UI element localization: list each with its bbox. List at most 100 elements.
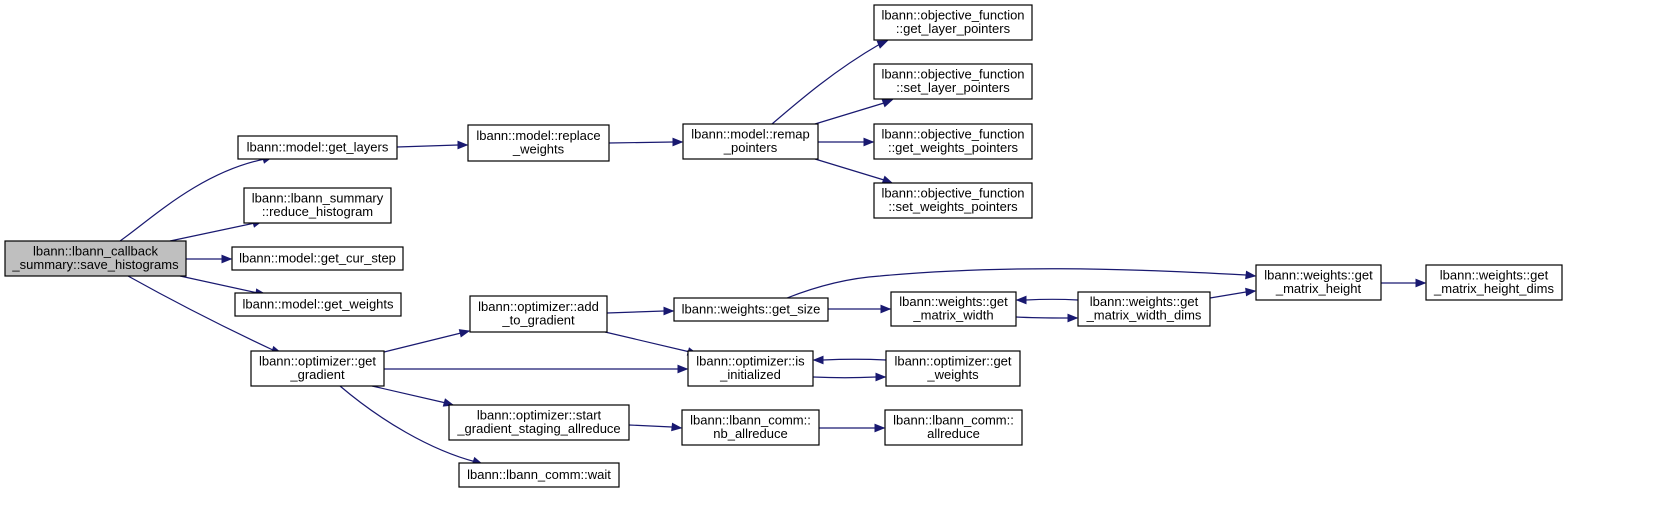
edge-opt_get_gradient-to-opt_is_initialized <box>384 364 689 374</box>
node-label: ::set_weights_pointers <box>888 199 1018 214</box>
node-of_get_weights_pointers[interactable]: lbann::objective_function::get_weights_p… <box>873 123 1033 160</box>
node-box <box>884 409 1023 446</box>
node-opt_add_to_gradient[interactable]: lbann::optimizer::add_to_gradient <box>469 295 608 333</box>
node-root[interactable]: lbann::lbann_callback_summary::save_hist… <box>4 240 187 277</box>
node-of_get_layer_pointers[interactable]: lbann::objective_function::get_layer_poi… <box>873 4 1033 41</box>
node-label: lbann::objective_function <box>881 186 1024 201</box>
edge-root-to-get_cur_step <box>186 254 233 264</box>
node-label: lbann::model::get_layers <box>247 139 389 154</box>
arrow-head <box>677 364 689 374</box>
arrow-head <box>1015 295 1027 305</box>
edge-line <box>814 358 887 361</box>
node-w_get_matrix_width_dims[interactable]: lbann::weights::get_matrix_width_dims <box>1077 291 1211 327</box>
node-label: lbann::model::get_cur_step <box>239 250 396 265</box>
edge-comm_nb_allreduce-to-comm_allreduce <box>819 423 886 433</box>
node-label: ::get_layer_pointers <box>896 21 1011 36</box>
node-label: lbann::optimizer::get <box>894 354 1011 369</box>
node-opt_start_staging[interactable]: lbann::optimizer::start_gradient_staging… <box>448 404 630 441</box>
edge-remap_pointers-to-of_get_layer_pointers <box>771 40 889 125</box>
node-label: ::get_weights_pointers <box>888 140 1019 155</box>
node-label: ::set_layer_pointers <box>896 80 1010 95</box>
node-remap_pointers[interactable]: lbann::model::remap_pointers <box>682 123 819 160</box>
node-box <box>1077 291 1211 327</box>
node-w_get_matrix_height[interactable]: lbann::weights::get_matrix_height <box>1255 264 1382 301</box>
edge-line <box>396 144 467 148</box>
node-label: lbann::lbann_summary <box>252 191 384 206</box>
node-comm_wait[interactable]: lbann::lbann_comm::wait <box>458 462 620 488</box>
arrow-head <box>442 398 455 407</box>
node-box <box>1425 264 1563 301</box>
node-opt_is_initialized[interactable]: lbann::optimizer::is_initialized <box>687 350 814 387</box>
node-label: _matrix_width_dims <box>1086 308 1202 323</box>
node-box <box>250 350 385 387</box>
node-get_cur_step[interactable]: lbann::model::get_cur_step <box>231 246 404 271</box>
edge-get_layers-to-replace_weights <box>396 140 469 150</box>
node-label: allreduce <box>927 426 980 441</box>
node-of_set_layer_pointers[interactable]: lbann::objective_function::set_layer_poi… <box>873 63 1033 100</box>
node-of_set_weights_pointers[interactable]: lbann::objective_function::set_weights_p… <box>873 182 1033 219</box>
edge-line <box>786 268 1256 299</box>
node-comm_nb_allreduce[interactable]: lbann::lbann_comm::nb_allreduce <box>681 409 820 446</box>
node-box <box>234 292 402 317</box>
edge-remap_pointers-to-of_set_layer_pointers <box>814 99 894 125</box>
node-box <box>673 297 829 322</box>
node-label: lbann::lbann_callback <box>33 244 159 259</box>
edge-opt_get_gradient-to-opt_start_staging <box>371 385 455 407</box>
node-box <box>1255 264 1382 301</box>
edge-line <box>179 275 266 295</box>
node-box <box>467 124 610 162</box>
arrow-head <box>874 423 886 433</box>
edge-line <box>127 275 282 354</box>
node-label: lbann::weights::get_size <box>682 301 821 316</box>
node-replace_weights[interactable]: lbann::model::replace_weights <box>467 124 610 162</box>
node-w_get_matrix_width[interactable]: lbann::weights::get_matrix_width <box>890 291 1017 327</box>
edge-line <box>608 141 682 144</box>
node-model_get_weights[interactable]: lbann::model::get_weights <box>234 292 402 317</box>
arrow-head <box>458 329 471 338</box>
edge-line <box>606 310 673 314</box>
node-label: _pointers <box>723 140 778 155</box>
node-w_get_matrix_height_dims[interactable]: lbann::weights::get_matrix_height_dims <box>1425 264 1563 301</box>
node-get_layers[interactable]: lbann::model::get_layers <box>237 135 398 160</box>
node-reduce_histogram[interactable]: lbann::lbann_summary::reduce_histogram <box>243 187 392 224</box>
node-label: _initialized <box>719 367 781 382</box>
node-label: _matrix_height_dims <box>1433 281 1554 296</box>
edge-line <box>339 385 483 465</box>
node-label: lbann::optimizer::get <box>259 354 376 369</box>
edge-w_get_matrix_width-to-w_get_matrix_width_dims <box>1015 313 1079 323</box>
node-label: _to_gradient <box>501 313 575 328</box>
arrow-head <box>1245 270 1257 280</box>
edge-line <box>604 331 698 355</box>
arrow-head <box>1067 313 1079 323</box>
node-label: _summary::save_histograms <box>11 257 179 272</box>
node-label: _matrix_width <box>912 308 993 323</box>
node-box <box>448 404 630 441</box>
node-w_get_size[interactable]: lbann::weights::get_size <box>673 297 829 322</box>
node-label: ::reduce_histogram <box>262 204 373 219</box>
edge-w_get_matrix_height-to-w_get_matrix_height_dims <box>1381 278 1427 288</box>
arrow-head <box>663 306 675 316</box>
edge-line <box>383 330 470 353</box>
node-box <box>885 350 1021 387</box>
node-label: _matrix_height <box>1275 281 1362 296</box>
arrow-head <box>875 372 887 382</box>
node-opt_get_gradient[interactable]: lbann::optimizer::get_gradient <box>250 350 385 387</box>
arrow-head <box>1415 278 1427 288</box>
node-box <box>873 4 1033 41</box>
arrow-head <box>221 254 233 264</box>
edge-line <box>771 40 888 125</box>
arrow-head <box>863 137 875 147</box>
edge-w_get_matrix_width_dims-to-w_get_matrix_height <box>1209 287 1257 299</box>
node-label: lbann::optimizer::is <box>696 354 805 369</box>
node-label: lbann::weights::get <box>899 294 1008 309</box>
node-label: lbann::objective_function <box>881 67 1024 82</box>
node-label: lbann::weights::get <box>1090 294 1199 309</box>
node-comm_allreduce[interactable]: lbann::lbann_comm::allreduce <box>884 409 1023 446</box>
node-opt_get_weights[interactable]: lbann::optimizer::get_weights <box>885 350 1021 387</box>
edge-line <box>119 156 273 242</box>
arrow-head <box>881 175 894 184</box>
node-box <box>890 291 1017 327</box>
edge-remap_pointers-to-of_set_weights_pointers <box>814 158 894 184</box>
arrow-head <box>876 40 889 49</box>
